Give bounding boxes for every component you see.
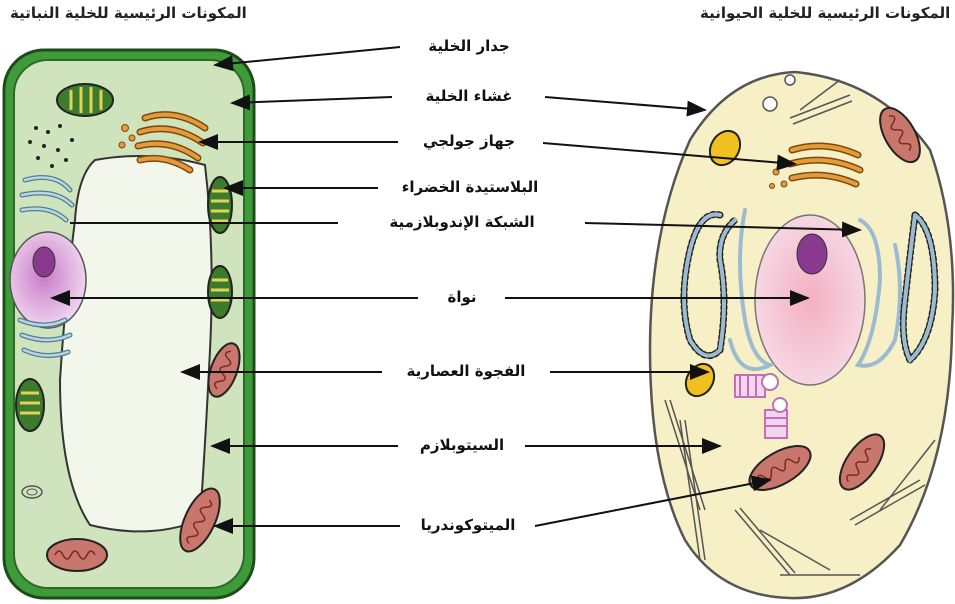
label-chloroplast: البلاستيدة الخضراء (402, 178, 539, 196)
animal-nucleolus (797, 234, 827, 274)
label-golgi: جهاز جولجي (423, 132, 515, 150)
plant-vacuole (60, 156, 212, 531)
label-cell-wall: جدار الخلية (428, 37, 509, 55)
plant-cell (4, 50, 254, 598)
plant-nucleolus (33, 247, 55, 277)
label-cytoplasm: السيتوبلازم (420, 436, 504, 454)
label-vacuole: الفجوة العصارية (407, 362, 526, 380)
label-mitochondria: الميتوكوندريا (421, 516, 516, 534)
label-nucleus: نواة (447, 288, 476, 306)
label-cell-membrane: غشاء الخلية (426, 87, 513, 105)
label-er: الشبكة الإندوبلازمية (389, 213, 534, 231)
plant-nucleus (10, 232, 86, 328)
animal-cell (650, 72, 953, 598)
